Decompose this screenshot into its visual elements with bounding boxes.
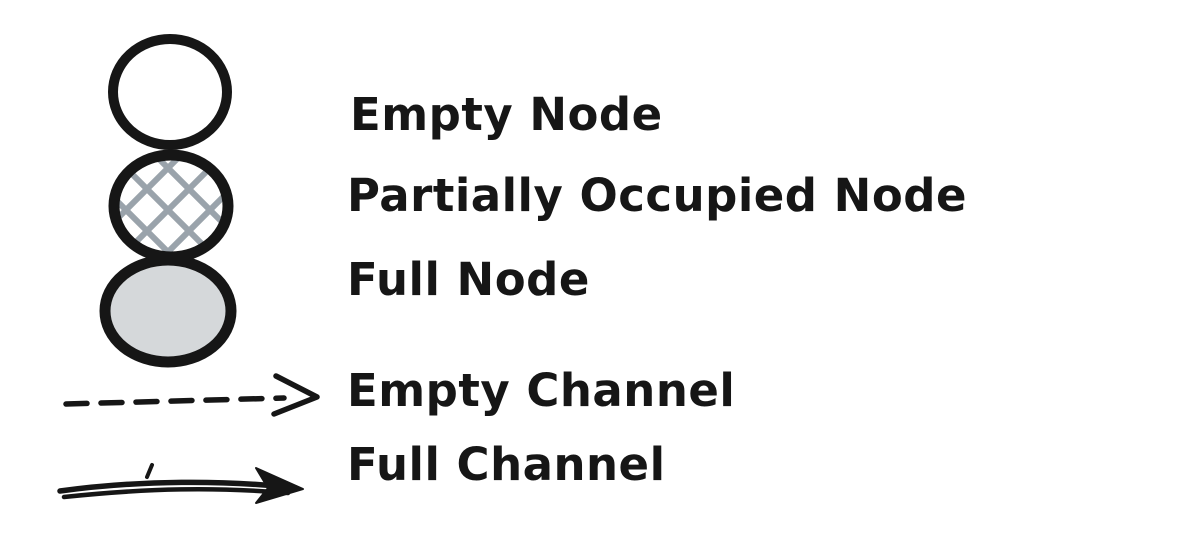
legend-label-full-channel: Full Channel xyxy=(347,438,666,491)
dashed-arrow-icon xyxy=(63,373,320,417)
legend-label-empty-channel: Empty Channel xyxy=(347,364,736,417)
empty-node-icon xyxy=(108,34,232,150)
legend-label-full-node: Full Node xyxy=(347,253,590,306)
solid-arrow-icon xyxy=(57,463,304,504)
full-node-icon xyxy=(99,254,237,368)
legend-label-partially-occupied-node: Partially Occupied Node xyxy=(347,169,967,222)
partial-node-icon xyxy=(108,149,234,263)
legend-label-empty-node: Empty Node xyxy=(350,88,663,141)
